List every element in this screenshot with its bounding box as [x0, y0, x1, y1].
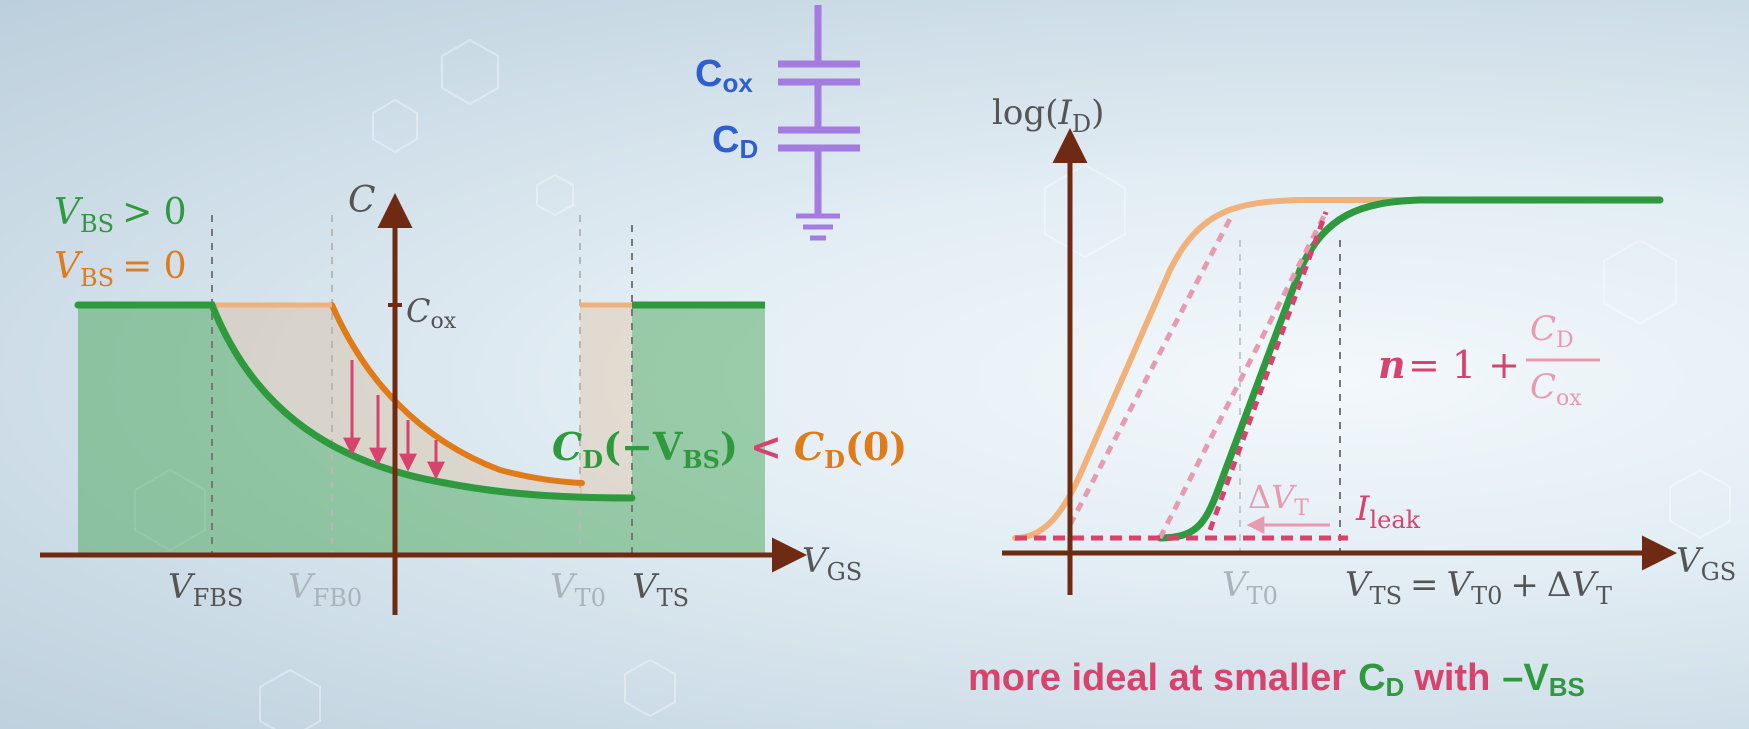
- vbs-positive-fill: [78, 305, 765, 555]
- hexagon-decoration: [372, 98, 418, 154]
- vbs-zero-curve: [329, 302, 585, 486]
- hexagon-decoration: [536, 173, 574, 217]
- ideality-factor-formula: n = 1 + CD Cox: [1378, 309, 1600, 411]
- hexagon-decoration: [624, 658, 676, 718]
- hexagon-decoration: [134, 468, 206, 552]
- hexagon-decoration: [441, 38, 499, 106]
- hexagon-decoration: [1044, 163, 1126, 259]
- legend-vbs-positive: VBS> 0: [54, 192, 187, 238]
- background-hexagons: [134, 38, 1731, 729]
- hexagon-decoration: [1669, 468, 1731, 540]
- delta-vt-label: ΔVT: [1248, 478, 1309, 521]
- left-y-axis-label: C: [348, 180, 376, 221]
- formula-denominator: Cox: [1530, 367, 1582, 411]
- svg-text:= 1 +: = 1 +: [1408, 343, 1520, 387]
- capacitor-stack-symbol: Cox CD: [695, 5, 860, 241]
- hexagon-decoration: [259, 668, 321, 729]
- vts-equation: VTS=VT0+ΔVT: [1345, 565, 1612, 610]
- tick-vfbs: VFBS: [168, 567, 243, 612]
- tick-vt0-left: VT0: [550, 567, 606, 612]
- vbs-zero-fill: [212, 305, 632, 498]
- cv-diagram: VBS> 0 VBS= 0 C Cox VGS VFBS VFB0 VT0 VT…: [40, 180, 907, 615]
- id-vgs-diagram: log(ID) VGS n = 1 + CD Cox ΔVT Ileak VT0…: [992, 93, 1736, 610]
- cd-label: CD: [712, 119, 758, 164]
- formula-numerator: CD: [1530, 309, 1574, 353]
- slope-dashed-vbs-positive: [1207, 211, 1329, 531]
- cd-comparison-formula: CD(−VBS)<CD(0): [552, 424, 907, 474]
- tick-vts-left: VTS: [632, 567, 689, 612]
- vbs-zero-fill-right: [580, 305, 632, 498]
- vbs-positive-curve: [74, 301, 636, 502]
- slope-dashed-vbs-zero: [1067, 213, 1235, 527]
- right-y-axis-label: log(ID): [992, 93, 1104, 138]
- svg-text:n: n: [1378, 342, 1406, 387]
- tick-vt0-right: VT0: [1222, 565, 1278, 610]
- right-x-axis-label: VGS: [1676, 541, 1736, 586]
- cox-label: Cox: [695, 53, 753, 98]
- hexagon-decoration: [1603, 238, 1677, 326]
- tick-vfb0: VFB0: [288, 567, 362, 612]
- ileak-label: Ileak: [1355, 489, 1421, 534]
- cox-tick-label: Cox: [406, 292, 457, 334]
- legend-vbs-zero: VBS= 0: [54, 246, 187, 292]
- cd-decrease-arrows: [343, 360, 445, 480]
- left-x-axis-label: VGS: [802, 541, 862, 586]
- vbs-positive-id-curve: [1156, 196, 1664, 542]
- vbs-zero-id-curve: [1012, 197, 1423, 541]
- slope-dashed-light: [1157, 210, 1329, 540]
